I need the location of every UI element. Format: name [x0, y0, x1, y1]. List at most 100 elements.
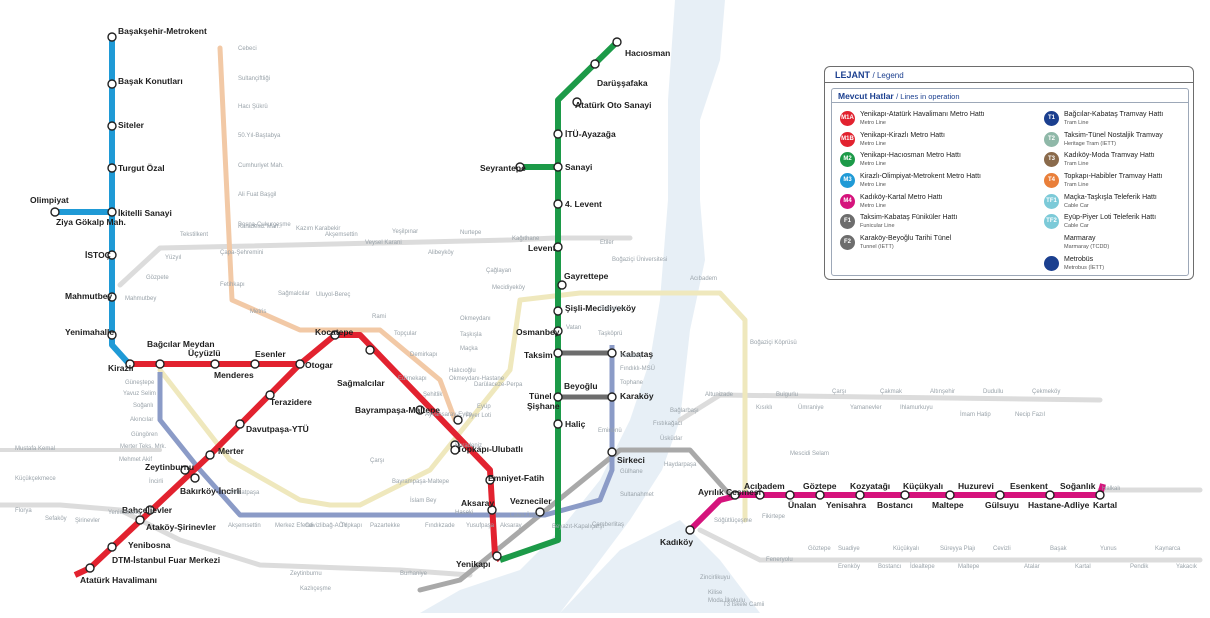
station-label[interactable]: Mahmutbey — [65, 291, 113, 301]
station-node[interactable] — [107, 250, 117, 260]
station-label[interactable]: Yenibosna — [128, 540, 171, 550]
station-label[interactable]: Kocatepe — [315, 327, 354, 337]
station-node[interactable] — [553, 129, 563, 139]
station-label[interactable]: Siteler — [118, 120, 145, 130]
station-label[interactable]: Ünalan — [788, 500, 816, 510]
station-node[interactable] — [485, 475, 495, 485]
station-label[interactable]: Bostancı — [877, 500, 913, 510]
station-label[interactable]: Bağcılar Meydan — [147, 339, 215, 349]
station-node[interactable] — [612, 37, 622, 47]
station-label[interactable]: Sağmalcılar — [337, 378, 385, 388]
station-label[interactable]: Vezneciler — [510, 496, 552, 506]
station-label[interactable]: Kozyatağı — [850, 481, 890, 491]
station-label[interactable]: Şişhane — [527, 401, 560, 411]
station-node[interactable] — [607, 348, 617, 358]
station-node[interactable] — [190, 473, 200, 483]
station-node[interactable] — [553, 419, 563, 429]
station-label[interactable]: Ziya Gökalp Mah. — [56, 217, 126, 227]
station-node[interactable] — [553, 306, 563, 316]
station-node[interactable] — [450, 445, 460, 455]
station-label[interactable]: Yenikapı — [456, 559, 491, 569]
station-label[interactable]: Karaköy — [620, 391, 654, 401]
station-node[interactable] — [107, 207, 117, 217]
station-label[interactable]: Sanayi — [565, 162, 592, 172]
station-node[interactable] — [265, 390, 275, 400]
station-node[interactable] — [553, 348, 563, 358]
station-label[interactable]: Darüşşafaka — [597, 78, 648, 88]
station-label[interactable]: Kartal — [1093, 500, 1117, 510]
station-node[interactable] — [235, 419, 245, 429]
station-label[interactable]: Davutpaşa-YTÜ — [246, 424, 309, 434]
station-node[interactable] — [365, 345, 375, 355]
station-node[interactable] — [607, 447, 617, 457]
station-label[interactable]: Şişli-Mecidiyeköy — [565, 303, 636, 313]
station-node[interactable] — [492, 551, 502, 561]
station-label[interactable]: Bahçelievler — [122, 505, 173, 515]
station-node[interactable] — [607, 392, 617, 402]
station-node[interactable] — [205, 450, 215, 460]
station-node[interactable] — [180, 465, 190, 475]
station-node[interactable] — [135, 515, 145, 525]
station-label[interactable]: Yenisahra — [826, 500, 866, 510]
station-label[interactable]: DTM-İstanbul Fuar Merkezi — [112, 555, 220, 565]
station-label[interactable]: Kirazlı — [108, 363, 134, 373]
station-node[interactable] — [995, 490, 1005, 500]
station-node[interactable] — [1045, 490, 1055, 500]
station-node[interactable] — [487, 505, 497, 515]
station-label[interactable]: Levent — [528, 243, 556, 253]
station-node[interactable] — [210, 359, 220, 369]
station-node[interactable] — [330, 330, 340, 340]
station-node[interactable] — [553, 199, 563, 209]
station-node[interactable] — [107, 121, 117, 131]
station-label[interactable]: Huzurevi — [958, 481, 994, 491]
station-node[interactable] — [515, 162, 525, 172]
station-node[interactable] — [415, 405, 425, 415]
station-label[interactable]: Seyrantepe — [480, 163, 526, 173]
station-node[interactable] — [107, 292, 117, 302]
station-label[interactable]: Olimpiyat — [30, 195, 69, 205]
station-label[interactable]: Haliç — [565, 419, 586, 429]
station-label[interactable]: Kadıköy — [660, 537, 693, 547]
station-label[interactable]: Aksaray — [461, 498, 494, 508]
station-label[interactable]: 4. Levent — [565, 199, 602, 209]
station-label[interactable]: Zeytinburnu — [145, 462, 194, 472]
station-label[interactable]: Soğanlık — [1060, 481, 1096, 491]
station-node[interactable] — [85, 563, 95, 573]
station-label[interactable]: Yenimahalle — [65, 327, 114, 337]
station-label[interactable]: Esenler — [255, 349, 286, 359]
station-label[interactable]: Topkapı-Ulubatlı — [457, 444, 523, 454]
station-node[interactable] — [535, 507, 545, 517]
station-node[interactable] — [107, 330, 117, 340]
station-label[interactable]: Hastane-Adliye — [1028, 500, 1090, 510]
station-label[interactable]: İkitelli Sanayi — [118, 208, 172, 218]
station-label[interactable]: Sirkeci — [617, 455, 645, 465]
station-node[interactable] — [155, 359, 165, 369]
station-label[interactable]: Turgut Özal — [118, 163, 165, 173]
station-node[interactable] — [107, 542, 117, 552]
station-label[interactable]: Göztepe — [803, 481, 837, 491]
station-label[interactable]: İTÜ-Ayazağa — [565, 129, 616, 139]
station-label[interactable]: Ataköy-Şirinevler — [146, 522, 217, 532]
station-node[interactable] — [453, 415, 463, 425]
station-node[interactable] — [685, 525, 695, 535]
station-label[interactable]: Terazidere — [270, 397, 312, 407]
station-label[interactable]: Merter — [218, 446, 245, 456]
station-label[interactable]: Başak Konutları — [118, 76, 183, 86]
station-node[interactable] — [553, 162, 563, 172]
station-label[interactable]: Bakırköy-İncirli — [180, 486, 241, 496]
station-label[interactable]: Üçyüzlü — [188, 348, 221, 358]
station-label[interactable]: Taksim — [524, 350, 553, 360]
station-label[interactable]: Atatürk Havalimanı — [80, 575, 157, 585]
station-node[interactable] — [553, 242, 563, 252]
station-node[interactable] — [553, 326, 563, 336]
station-node[interactable] — [557, 280, 567, 290]
station-node[interactable] — [295, 359, 305, 369]
station-label[interactable]: Bayrampaşa-Maltepe — [355, 405, 440, 415]
station-node[interactable] — [572, 97, 582, 107]
station-label[interactable]: Ayrılık Çeşmesi — [698, 487, 761, 497]
station-label[interactable]: Beyoğlu — [564, 381, 598, 391]
station-node[interactable] — [145, 505, 155, 515]
station-label[interactable]: Osmanbey — [516, 327, 560, 337]
station-node[interactable] — [590, 59, 600, 69]
station-node[interactable] — [755, 490, 765, 500]
